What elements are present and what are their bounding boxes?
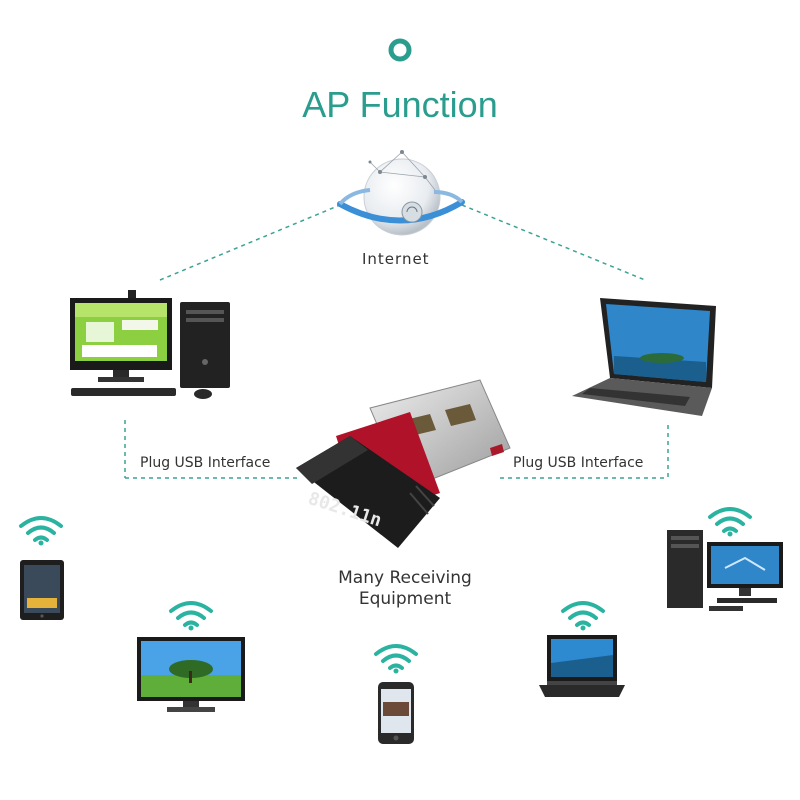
smartphone-icon [378,682,414,744]
internet-label: Internet [362,250,430,268]
right-link-label: Plug USB Interface [513,455,644,471]
desktop-computer-icon [70,290,230,399]
wifi-icon [19,516,63,546]
usb-adapter-icon [296,379,511,548]
left-link-label: Plug USB Interface [140,455,271,471]
receiving-caption: Many Receiving Equipment [300,568,510,610]
wifi-icon [561,601,605,631]
wifi-icon [169,601,213,631]
globe-icon [337,150,465,236]
page-title: AP Function [302,84,498,125]
wifi-icon [374,644,418,674]
laptop-icon [572,298,716,416]
receiving-caption-line1: Many Receiving [338,568,472,588]
desktop-right-icon [667,530,783,611]
wifi-icon [708,507,752,537]
laptop-small-icon [539,635,625,697]
receiving-caption-line2: Equipment [358,589,452,609]
tv-icon [137,637,245,712]
tablet-icon [20,560,64,620]
ring-icon [388,38,412,62]
